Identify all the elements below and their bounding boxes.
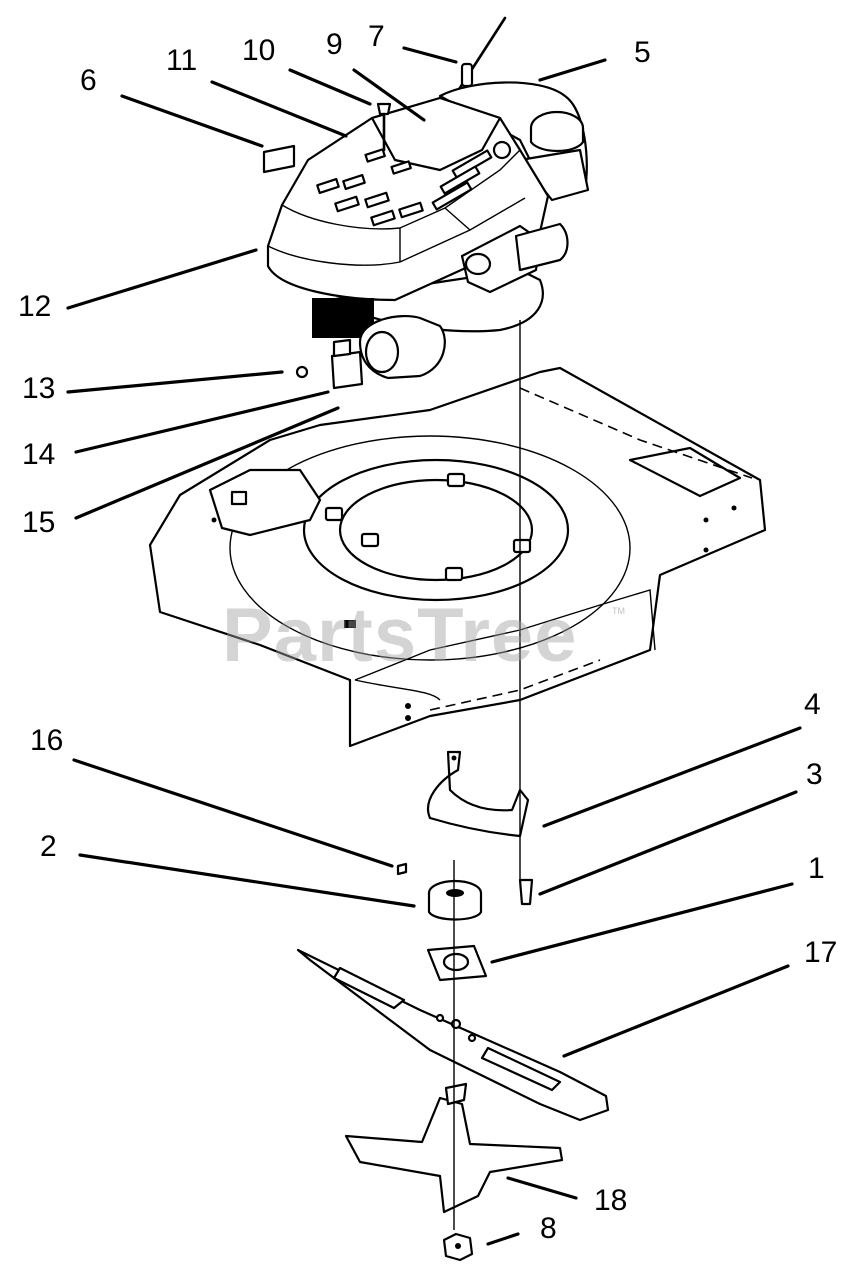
deck-front-edge [354, 589, 656, 681]
housing-edge [267, 197, 526, 266]
callout-9: 9 [326, 28, 343, 61]
callout-17: 17 [804, 936, 838, 969]
blade-slot-right [480, 1046, 562, 1092]
mount-tabs [324, 472, 532, 582]
part-3-bolt [518, 878, 534, 906]
blade-assembly [296, 750, 610, 1262]
engine-assembly [262, 16, 590, 380]
stiffener-pin [444, 1082, 468, 1106]
part-7-cable-end [460, 62, 474, 88]
part-15-clip [332, 338, 352, 358]
rear-bracket [628, 446, 742, 498]
callout-10: 10 [242, 34, 276, 67]
housing-corner [399, 207, 471, 262]
plate-hole [442, 952, 470, 972]
part-13-screw [295, 365, 309, 379]
muffler-end [364, 330, 400, 374]
callout-13: 13 [22, 372, 56, 405]
leader-lines [66, 46, 802, 1246]
callout-6: 6 [80, 64, 97, 97]
part-4-bracket [427, 750, 530, 838]
part-9-top-cover [370, 96, 502, 172]
deck-hole-1 [405, 703, 411, 709]
callout-15: 15 [22, 506, 56, 539]
callout-5: 5 [634, 36, 651, 69]
callout-3: 3 [806, 758, 823, 791]
part-14-plate [330, 350, 364, 390]
callout-14: 14 [22, 438, 56, 471]
part-6-bracket [262, 144, 296, 174]
discharge-chute [208, 468, 322, 537]
callout-7: 7 [368, 20, 385, 53]
control-grip [514, 222, 569, 272]
watermark: PartsTree [222, 593, 578, 678]
callout-1: 1 [808, 852, 825, 885]
callout-2: 2 [40, 830, 57, 863]
watermark-trademark: TM [612, 606, 625, 616]
part-10-screw [376, 102, 392, 116]
motor-mount-opening [338, 478, 534, 582]
chute-tab [230, 490, 248, 506]
callout-8: 8 [540, 1212, 557, 1245]
callout-12: 12 [18, 290, 52, 323]
part-2-adapter-body [427, 893, 483, 921]
deck-hole-2 [405, 715, 411, 721]
deck-skirt [149, 544, 351, 746]
part-16-key [396, 862, 408, 876]
deck-label [344, 620, 356, 628]
deck-bowl [229, 435, 631, 661]
deck-dashed-rear [519, 387, 753, 479]
vent-slots [316, 140, 512, 227]
mower-deck [148, 366, 767, 748]
callout-18: 18 [594, 1184, 628, 1217]
control-knob [464, 252, 492, 276]
callout-11: 11 [166, 44, 198, 77]
small-parts-13-15 [295, 338, 364, 390]
deck-front-lip [354, 679, 441, 701]
deck-dashed-front [429, 659, 601, 711]
housing-ridge [281, 149, 521, 230]
blade-slot-left [332, 966, 406, 1010]
callout-4: 4 [804, 688, 821, 721]
callout-16: 16 [30, 724, 64, 757]
fuel-cap-side [529, 128, 585, 152]
